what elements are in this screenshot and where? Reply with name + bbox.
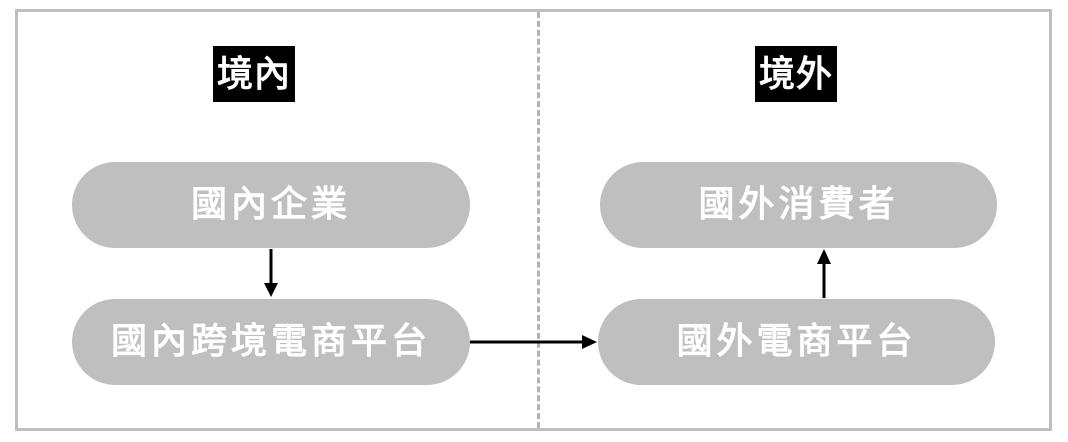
node-overseas-platform: 國外電商平台 — [598, 299, 995, 385]
region-label-overseas: 境外 — [755, 46, 838, 102]
node-domestic-platform: 國內跨境電商平台 — [72, 299, 470, 385]
region-label-domestic: 境內 — [213, 46, 296, 102]
region-divider — [537, 12, 540, 428]
diagram-frame — [15, 9, 1052, 431]
node-overseas-consumer: 國外消費者 — [600, 162, 997, 248]
node-domestic-enterprise: 國內企業 — [72, 162, 470, 248]
